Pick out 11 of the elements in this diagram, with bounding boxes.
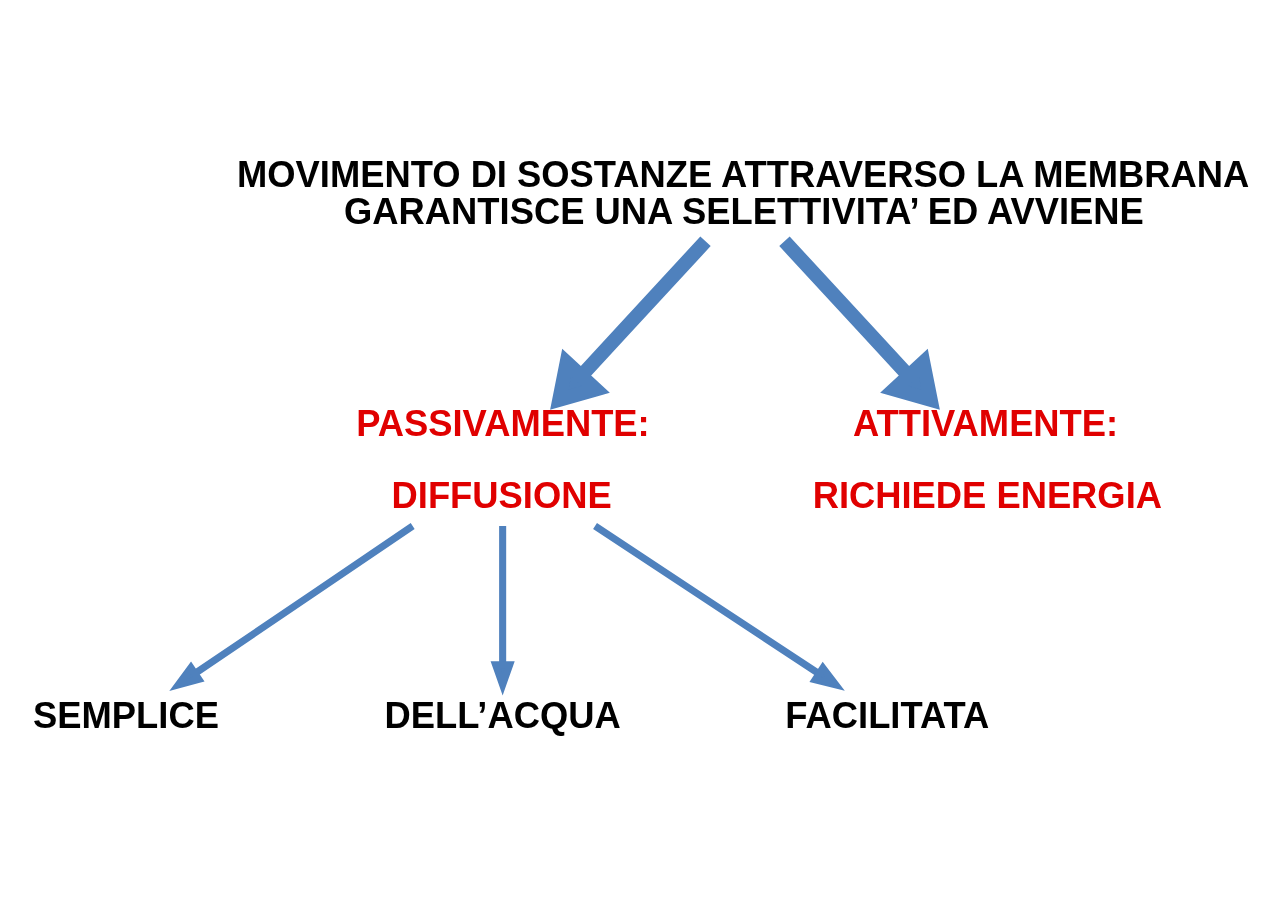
arrow [490,525,515,696]
arrow [593,522,845,691]
node-text: FACILITATA [785,694,990,736]
arrow [550,236,711,410]
node-text: DELL’ACQUA [384,694,621,736]
node-text: SEMPLICE [33,694,219,736]
node-text: ATTIVAMENTE: RICHIEDE ENERGIA [812,402,1162,516]
node-text: PASSIVAMENTE: DIFFUSIONE [356,402,650,516]
node-text: MOVIMENTO DI SOSTANZE ATTRAVERSO LA MEMBRANA GARANTISCE UNA SELETTIVITA’ ED AVVIENE [237,153,1250,232]
arrow [169,522,415,691]
arrow [779,236,940,410]
